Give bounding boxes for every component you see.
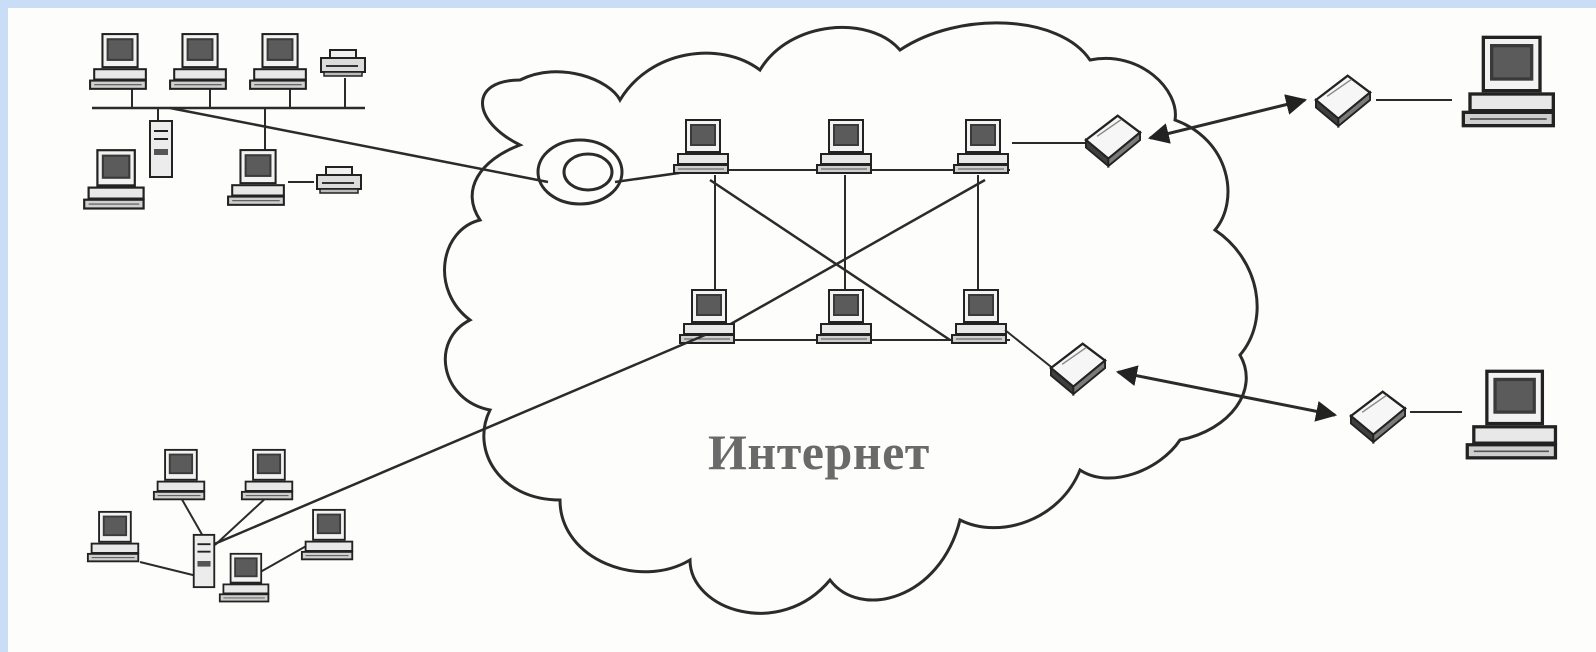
computer-icon	[249, 33, 307, 90]
router-computer-icon	[673, 119, 729, 174]
printer-icon	[316, 166, 362, 194]
computer-icon	[300, 508, 354, 561]
router-computer-icon	[816, 289, 872, 344]
lan-top-left	[83, 33, 549, 210]
computer-icon	[86, 510, 140, 563]
printer-icon	[320, 49, 366, 77]
computer-icon	[169, 33, 227, 90]
lan-bottom-left	[86, 333, 706, 603]
gateway-ring-inner	[562, 152, 614, 192]
diagram-frame: Интернет	[8, 8, 1596, 652]
modem-icon	[1314, 74, 1372, 128]
computer-icon	[152, 448, 206, 501]
computer-icon	[240, 448, 294, 501]
core-network	[614, 119, 1010, 344]
internet-cloud	[443, 21, 1259, 615]
remote-computer-icon	[1461, 35, 1556, 128]
router-computer-icon	[953, 119, 1009, 174]
internet-label: Интернет	[708, 424, 930, 480]
computer-icon	[218, 552, 270, 603]
network-diagram	[83, 21, 1558, 615]
computer-icon	[89, 33, 147, 90]
server-icon	[192, 533, 216, 589]
dialup-bottom	[1004, 329, 1558, 460]
gateway-ring-outer	[536, 138, 624, 206]
remote-computer-icon	[1465, 369, 1558, 460]
router-computer-icon	[816, 119, 872, 174]
computer-icon	[227, 149, 285, 206]
server-icon	[148, 119, 174, 179]
computer-icon	[83, 149, 145, 210]
dialup-top	[1012, 35, 1556, 168]
modem-icon	[1349, 390, 1407, 444]
router-computer-icon	[679, 289, 735, 344]
modem-icon	[1084, 114, 1142, 168]
router-computer-icon	[951, 289, 1007, 344]
modem-icon	[1049, 342, 1107, 396]
